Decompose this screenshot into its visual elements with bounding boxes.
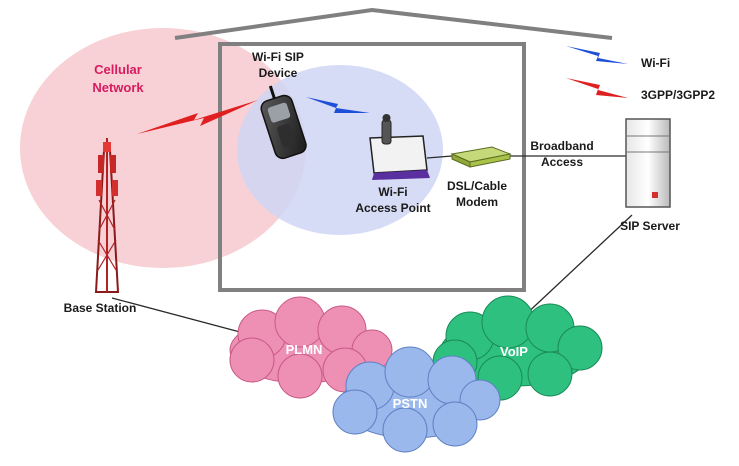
cloud-plmn: [229, 296, 393, 399]
wifi-radio-link: [306, 97, 370, 113]
access-point-label-2: Access Point: [355, 201, 430, 215]
cellular-network-label-2: Network: [92, 80, 144, 95]
plmn-label: PLMN: [286, 342, 323, 357]
modem-label: DSL/Cable: [447, 179, 507, 193]
legend-cellular-swatch: [566, 78, 628, 98]
base-station-label: Base Station: [64, 301, 137, 315]
cellular-radio-link: [137, 100, 258, 134]
base-station-icon: [94, 138, 120, 293]
legend-cellular-label: 3GPP/3GPP2: [641, 88, 715, 102]
house-outline: [174, 7, 613, 292]
legend-wifi-swatch: [566, 46, 628, 64]
sip-server-icon: [625, 118, 671, 208]
cellular-coverage-zone: [20, 28, 306, 268]
cellular-network-label: Cellular: [94, 62, 142, 77]
broadband-label-2: Access: [541, 155, 583, 169]
modem-icon: [450, 146, 512, 168]
access-point-label: Wi-Fi: [378, 185, 407, 199]
cloud-voip: [432, 295, 603, 401]
legend-wifi-label: Wi-Fi: [641, 56, 670, 70]
link-sip-voip: [521, 214, 633, 319]
access-point-icon: [369, 114, 430, 180]
sip-device-label-2: Device: [259, 66, 298, 80]
link-base-plmn: [111, 297, 241, 333]
sip-phone-icon: [260, 85, 307, 160]
broadband-label: Broadband: [530, 139, 593, 153]
legend: Wi-Fi 3GPP/3GPP2: [566, 46, 715, 102]
voip-label: VoIP: [500, 344, 528, 359]
network-links: [111, 155, 633, 333]
link-ap-modem: [426, 155, 453, 159]
modem-label-2: Modem: [456, 195, 498, 209]
cloud-pstn: [332, 346, 501, 453]
pstn-label: PSTN: [393, 396, 428, 411]
sip-device-label: Wi-Fi SIP: [252, 50, 304, 64]
sip-server-label: SIP Server: [620, 219, 680, 233]
